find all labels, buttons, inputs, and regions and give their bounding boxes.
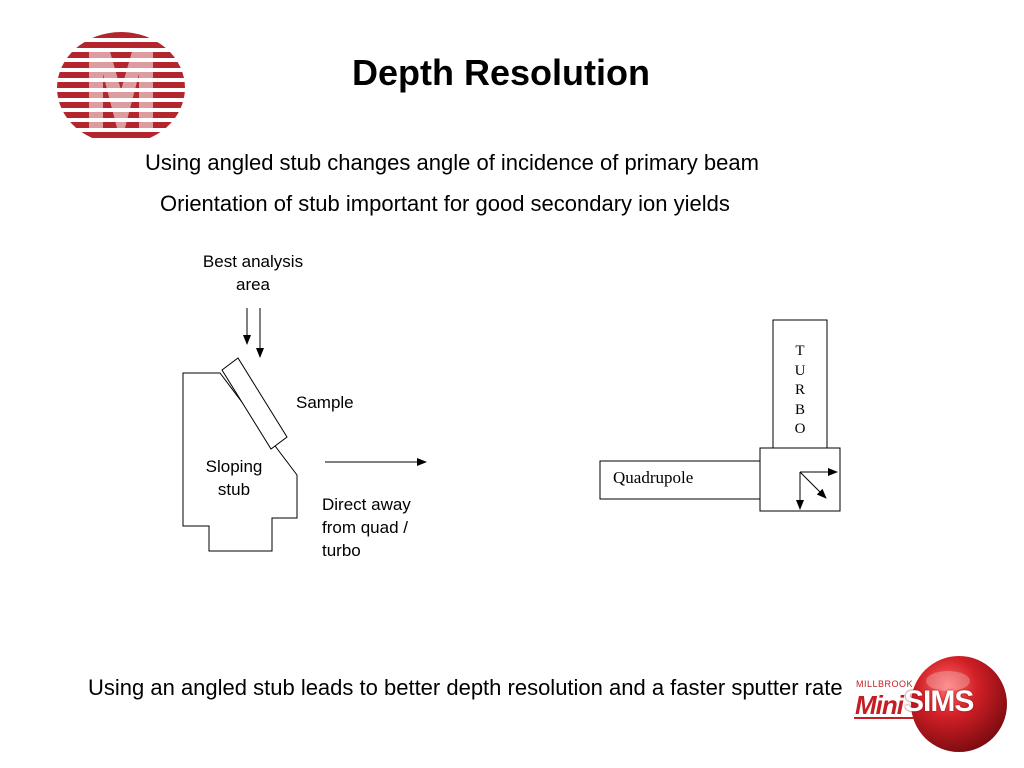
- turbo-letter: R: [794, 382, 805, 399]
- brand-small-text: MILLBROOK: [856, 679, 914, 689]
- turbo-letter: B: [794, 401, 805, 418]
- brand-sims-text: SIMS: [904, 685, 974, 718]
- direction-label: Direct away from quad / turbo: [322, 495, 411, 560]
- brand-mini-text: Mini: [855, 690, 904, 720]
- sample-shape: [221, 357, 288, 450]
- chamber-arrow-diagonal: [799, 471, 827, 499]
- footer-text: Using an angled stub leads to better dep…: [88, 675, 843, 700]
- quadrupole-box: [599, 460, 761, 500]
- best-analysis-area-label: Best analysis area: [202, 252, 304, 294]
- subtitle-line-2: Orientation of stub important for good s…: [160, 191, 730, 216]
- quadrupole-label: Quadrupole: [613, 468, 694, 487]
- turbo-letter: T: [795, 343, 805, 359]
- subtitle-line-1: Using angled stub changes angle of incid…: [145, 150, 759, 175]
- minisims-logo-icon: [854, 656, 1007, 752]
- turbo-letter: U: [794, 362, 806, 379]
- turbo-label: T U R B O: [784, 342, 816, 440]
- m-logo-icon: [57, 32, 185, 144]
- sample-label: Sample: [296, 393, 354, 412]
- turbo-box: [772, 319, 828, 449]
- page-title: Depth Resolution: [352, 52, 650, 93]
- sloping-stub-label: Sloping stub: [205, 457, 263, 499]
- turbo-letter: O: [794, 421, 806, 438]
